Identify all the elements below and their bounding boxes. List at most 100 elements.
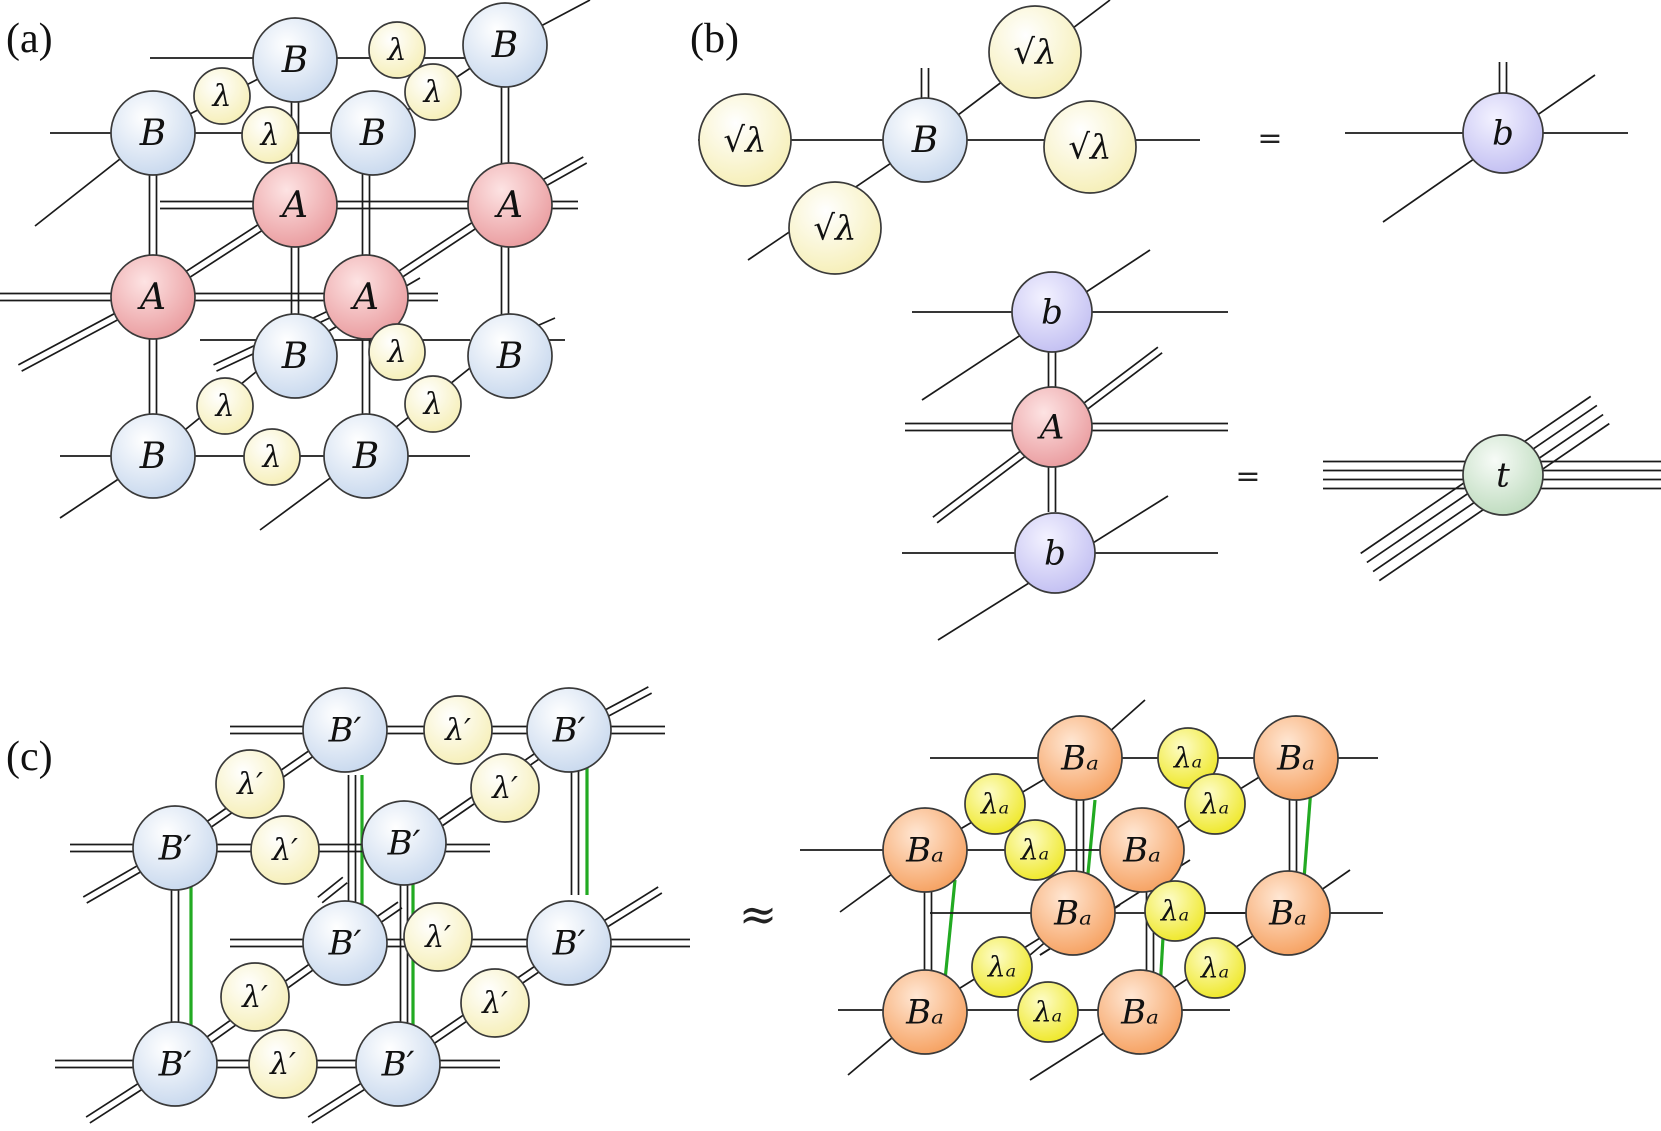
A-tensor-node-label: A: [279, 185, 308, 226]
Ba-tensor-node-circle: [1253, 715, 1339, 801]
B-tensor-node: B: [882, 97, 968, 183]
B-tensor-node-label: B′: [328, 924, 362, 964]
A-tensor-node-circle: [110, 254, 196, 340]
B-tensor-node: B: [330, 90, 416, 176]
B-tensor-node-label: B: [359, 113, 386, 154]
lambda-node-label: √λ: [813, 209, 856, 249]
B-tensor-node-circle: [110, 90, 196, 176]
lambda-node-label: λ′: [271, 833, 298, 868]
B-tensor-node-label: B′: [387, 824, 421, 864]
Ba-tensor-node: Bₐ: [882, 807, 968, 893]
lambda-a-node: λₐ: [971, 936, 1033, 998]
Ba-tensor-node-label: Bₐ: [1122, 831, 1161, 871]
lambda-node-circle: [250, 815, 320, 885]
b-tensor-node-circle: [1011, 271, 1093, 353]
lambda-node: λ: [243, 428, 301, 486]
lambda-node: √λ: [698, 93, 792, 187]
B-tensor-node-label: B′: [158, 1045, 192, 1085]
b-tensor-node: b: [1011, 271, 1093, 353]
lambda-node-label: λ: [211, 79, 231, 114]
Ba-tensor-node-circle: [1099, 807, 1185, 893]
B-tensor-node-circle: [132, 805, 218, 891]
B-tensor-node-circle: [252, 313, 338, 399]
B-tensor-node: B: [252, 313, 338, 399]
lambda-node-label: λ: [422, 75, 442, 110]
lambda-node-label: λ′: [424, 920, 451, 955]
lambda-node: λ′: [423, 695, 493, 765]
lambda-node: λ′: [248, 1029, 318, 1099]
lambda-a-node-circle: [1157, 727, 1219, 789]
B-tensor-node: B′: [302, 900, 388, 986]
B-tensor-node-label: B: [139, 113, 166, 154]
lambda-node: λ′: [470, 753, 540, 823]
lambda-node-circle: [404, 375, 462, 433]
b-tensor-node-label: b: [1492, 114, 1514, 154]
lambda-a-node-circle: [1004, 819, 1066, 881]
lambda-a-node: λₐ: [1017, 981, 1079, 1043]
B-tensor-node: B: [110, 413, 196, 499]
B-tensor-node-label: B: [911, 120, 938, 161]
A-tensor-node-circle: [323, 254, 409, 340]
B-tensor-node: B′: [526, 687, 612, 773]
lambda-a-node: λₐ: [1004, 819, 1066, 881]
B-tensor-node: B′: [132, 1021, 218, 1107]
B-tensor-node-circle: [526, 687, 612, 773]
A-tensor-node: A: [467, 162, 553, 248]
B-tensor-node-circle: [462, 2, 548, 88]
Ba-tensor-node-label: Bₐ: [1268, 894, 1307, 934]
Ba-tensor-node-label: Bₐ: [1120, 993, 1159, 1033]
lambda-node-label: λ: [386, 33, 406, 68]
B-tensor-node: B′: [132, 805, 218, 891]
B-tensor-node: B: [462, 2, 548, 88]
B-tensor-node-circle: [302, 687, 388, 773]
lambda-a-node-label: λₐ: [1160, 895, 1189, 928]
lambda-node-label: λ′: [481, 986, 508, 1021]
equals-sign-b-top: =: [1257, 121, 1282, 156]
Ba-tensor-node-label: Bₐ: [1060, 739, 1099, 779]
lambda-node: λ′: [215, 749, 285, 819]
B-tensor-node-circle: [302, 900, 388, 986]
lambda-a-node-circle: [964, 773, 1026, 835]
lambda-node-circle: [196, 377, 254, 435]
lambda-a-node-circle: [971, 936, 1033, 998]
panel-label-a: (a): [6, 16, 53, 62]
A-tensor-node-label: A: [494, 185, 523, 226]
lambda-node: √λ: [788, 181, 882, 275]
lambda-node-circle: [698, 93, 792, 187]
lambda-node: λ′: [460, 968, 530, 1038]
B-tensor-node: B: [467, 313, 553, 399]
lambda-node-label: √λ: [1068, 128, 1111, 168]
B-tensor-node-label: B: [139, 436, 166, 477]
lambda-a-node: λₐ: [1184, 937, 1246, 999]
A-tensor-node-circle: [252, 162, 338, 248]
lambda-a-node-label: λₐ: [1173, 742, 1202, 775]
lambda-a-node-label: λₐ: [1200, 788, 1229, 821]
lambda-a-node-label: λₐ: [1033, 996, 1062, 1029]
lambda-node: λ: [241, 106, 299, 164]
b-tensor-node-circle: [1014, 512, 1096, 594]
b-tensor-node: b: [1014, 512, 1096, 594]
B-tensor-node-circle: [252, 17, 338, 103]
B-tensor-node-label: B: [281, 40, 308, 81]
lambda-a-node-label: λₐ: [987, 951, 1016, 984]
approx-sign-c: ≈: [739, 887, 778, 941]
lambda-node-label: λ: [261, 440, 281, 475]
lambda-a-node-circle: [1144, 880, 1206, 942]
B-tensor-node-label: B′: [328, 711, 362, 751]
double-bond-line: [317, 876, 344, 898]
lambda-node-circle: [241, 106, 299, 164]
lambda-node-label: λ′: [491, 771, 518, 806]
B-tensor-node-circle: [355, 1021, 441, 1107]
lambda-node-circle: [215, 749, 285, 819]
B-tensor-node-circle: [330, 90, 416, 176]
lambda-a-node-label: λₐ: [1200, 952, 1229, 985]
Ba-tensor-node-circle: [1097, 969, 1183, 1055]
lambda-node-label: λ: [386, 335, 406, 370]
B-tensor-node: B: [252, 17, 338, 103]
lambda-a-node: λₐ: [1144, 880, 1206, 942]
B-tensor-node-circle: [323, 413, 409, 499]
B-tensor-node-label: B′: [552, 711, 586, 751]
Ba-tensor-node-circle: [882, 969, 968, 1055]
A-tensor-node-circle: [467, 162, 553, 248]
